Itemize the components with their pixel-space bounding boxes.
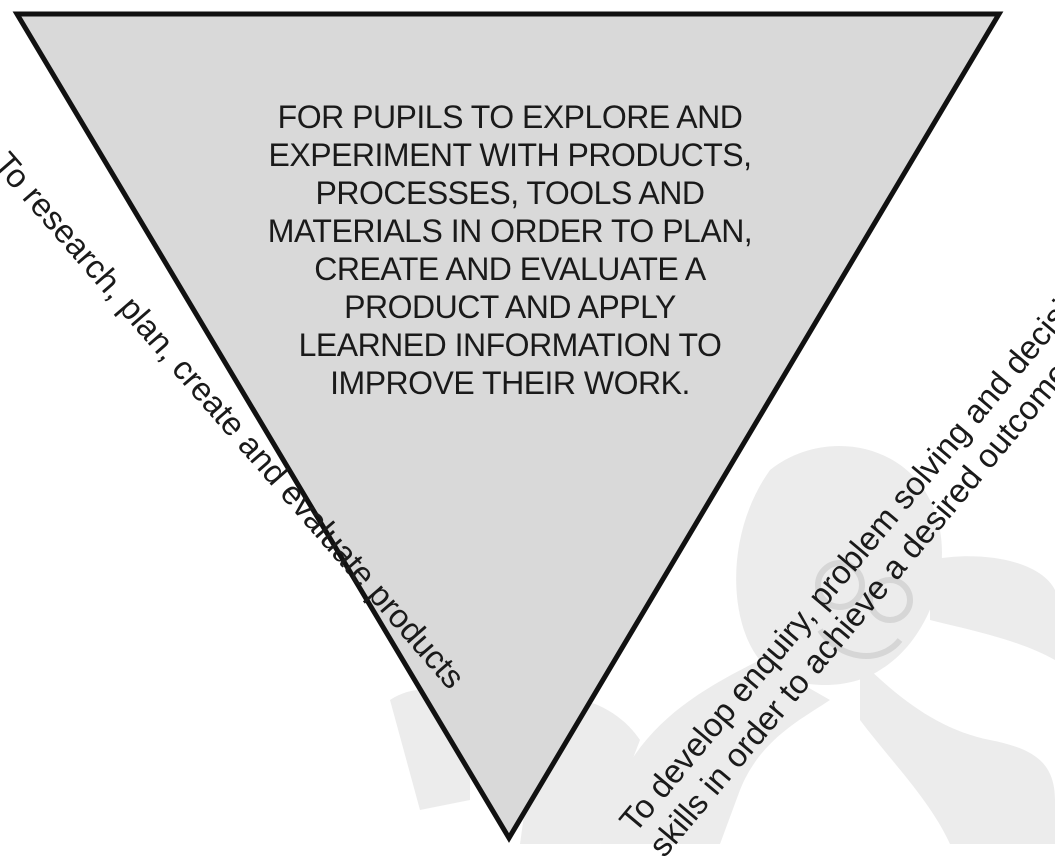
inverted-triangle (12, 11, 1004, 843)
center-line: PROCESSES, TOOLS AND (315, 175, 705, 211)
center-line: PRODUCT AND APPLY (344, 289, 676, 325)
center-line: FOR PUPILS TO EXPLORE AND (277, 99, 743, 135)
diagram-canvas (12, 11, 1055, 844)
center-line: LEARNED INFORMATION TO (298, 327, 722, 363)
mascot-watermark-face (815, 560, 913, 659)
center-line: EXPERIMENT WITH PRODUCTS, (268, 137, 752, 173)
center-line: IMPROVE THEIR WORK. (330, 365, 690, 401)
center-line: MATERIALS IN ORDER TO PLAN, (267, 213, 753, 249)
triangle-center-text: FOR PUPILS TO EXPLORE AND EXPERIMENT WIT… (230, 98, 790, 402)
mascot-watermark (390, 446, 1055, 844)
center-line: CREATE AND EVALUATE A (314, 251, 706, 287)
